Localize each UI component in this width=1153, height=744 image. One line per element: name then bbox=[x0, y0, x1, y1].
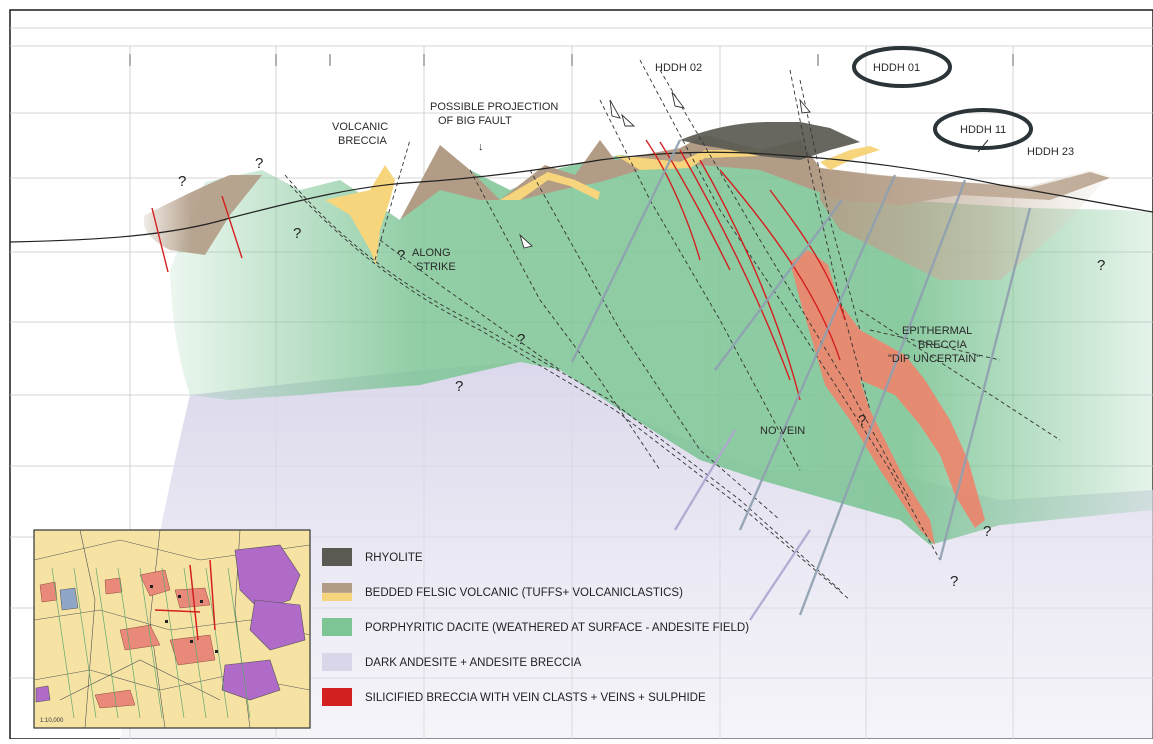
legend-swatch bbox=[322, 592, 352, 601]
svg-text:?: ? bbox=[178, 173, 186, 190]
no-vein-label: NO VEIN bbox=[760, 425, 805, 437]
drill-hole-label: HDDH 02 bbox=[655, 62, 702, 74]
svg-text:?: ? bbox=[255, 155, 263, 172]
legend-item: SILICIFIED BRECCIA WITH VEIN CLASTS + VE… bbox=[322, 688, 706, 706]
svg-text:?: ? bbox=[293, 225, 301, 242]
tuff-band-1 bbox=[325, 165, 395, 265]
svg-text:BRECCIA: BRECCIA bbox=[918, 339, 968, 351]
drill-hole-label: HDDH 11 bbox=[960, 124, 1006, 136]
legend-item: PORPHYRITIC DACITE (WEATHERED AT SURFACE… bbox=[322, 618, 749, 636]
svg-text:BRECCIA: BRECCIA bbox=[338, 135, 388, 147]
legend-label: RHYOLITE bbox=[365, 552, 423, 564]
legend-item: RHYOLITE bbox=[322, 548, 423, 566]
legend-swatch bbox=[322, 548, 352, 566]
fault-projection-label: POSSIBLE PROJECTION OF BIG FAULT ↓ bbox=[430, 101, 558, 153]
tuff-band-3 bbox=[615, 150, 760, 170]
svg-text:?: ? bbox=[517, 331, 525, 348]
svg-text:↓: ↓ bbox=[478, 141, 484, 153]
along-strike-label: ALONG STRIKE bbox=[412, 247, 456, 273]
topographic-surface bbox=[9, 151, 1153, 243]
svg-text:?: ? bbox=[397, 247, 405, 264]
legend-item: DARK ANDESITE + ANDESITE BRECCIA bbox=[322, 653, 582, 671]
grid-ticks bbox=[129, 54, 1014, 66]
leader-line bbox=[977, 139, 989, 153]
inset-scale: 1:10,000 bbox=[40, 718, 64, 724]
bedded-felsic-left bbox=[143, 175, 262, 255]
drill-hole-label: HDDH 23 bbox=[1027, 146, 1074, 158]
drill-traces bbox=[570, 139, 1032, 621]
volcanic-breccia-label: VOLCANIC BRECCIA bbox=[332, 121, 388, 147]
legend-label: DARK ANDESITE + ANDESITE BRECCIA bbox=[365, 657, 582, 669]
epithermal-breccia-label: EPITHERMAL BRECCIA "DIP UNCERTAIN" bbox=[888, 325, 980, 365]
legend: RHYOLITE BEDDED FELSIC VOLCANIC (TUFFS+ V… bbox=[322, 548, 749, 706]
svg-text:?: ? bbox=[455, 378, 463, 395]
fault-arrows bbox=[519, 91, 811, 249]
legend-swatch bbox=[322, 618, 352, 636]
inset-map: 1:10,000 bbox=[33, 529, 311, 729]
svg-text:ALONG: ALONG bbox=[412, 247, 451, 259]
tuff-band-2 bbox=[500, 172, 600, 200]
highlight-circle bbox=[852, 46, 952, 88]
highlight-circle bbox=[933, 108, 1033, 150]
bedded-felsic-right-fade bbox=[820, 168, 1110, 280]
tuff-band-4 bbox=[820, 146, 880, 170]
legend-swatch bbox=[322, 583, 352, 593]
legend-label: PORPHYRITIC DACITE (WEATHERED AT SURFACE… bbox=[365, 622, 749, 634]
svg-text:?: ? bbox=[983, 523, 991, 540]
svg-text:EPITHERMAL: EPITHERMAL bbox=[902, 325, 972, 337]
svg-text:?: ? bbox=[858, 412, 866, 429]
question-marks: ? ? ? ? ? ? ? ? ? ? bbox=[178, 155, 1105, 590]
drill-hole-label: HDDH 01 bbox=[873, 62, 920, 74]
svg-text:POSSIBLE PROJECTION: POSSIBLE PROJECTION bbox=[430, 101, 558, 113]
legend-item: BEDDED FELSIC VOLCANIC (TUFFS+ VOLCANICL… bbox=[322, 583, 683, 601]
legend-swatch bbox=[322, 653, 352, 671]
legend-swatch bbox=[322, 688, 352, 706]
legend-label: SILICIFIED BRECCIA WITH VEIN CLASTS + VE… bbox=[365, 692, 706, 704]
svg-text:?: ? bbox=[950, 573, 958, 590]
legend-label: BEDDED FELSIC VOLCANIC (TUFFS+ VOLCANICL… bbox=[365, 587, 683, 599]
fault-lines bbox=[284, 59, 1061, 601]
svg-text:STRIKE: STRIKE bbox=[416, 261, 456, 273]
svg-text:"DIP UNCERTAIN": "DIP UNCERTAIN" bbox=[888, 353, 980, 365]
svg-text:OF BIG FAULT: OF BIG FAULT bbox=[438, 115, 512, 127]
svg-text:?: ? bbox=[1097, 257, 1105, 274]
svg-text:VOLCANIC: VOLCANIC bbox=[332, 121, 388, 133]
dark-andesite-unit bbox=[120, 362, 1153, 739]
silicified-breccia-unit bbox=[790, 250, 985, 545]
